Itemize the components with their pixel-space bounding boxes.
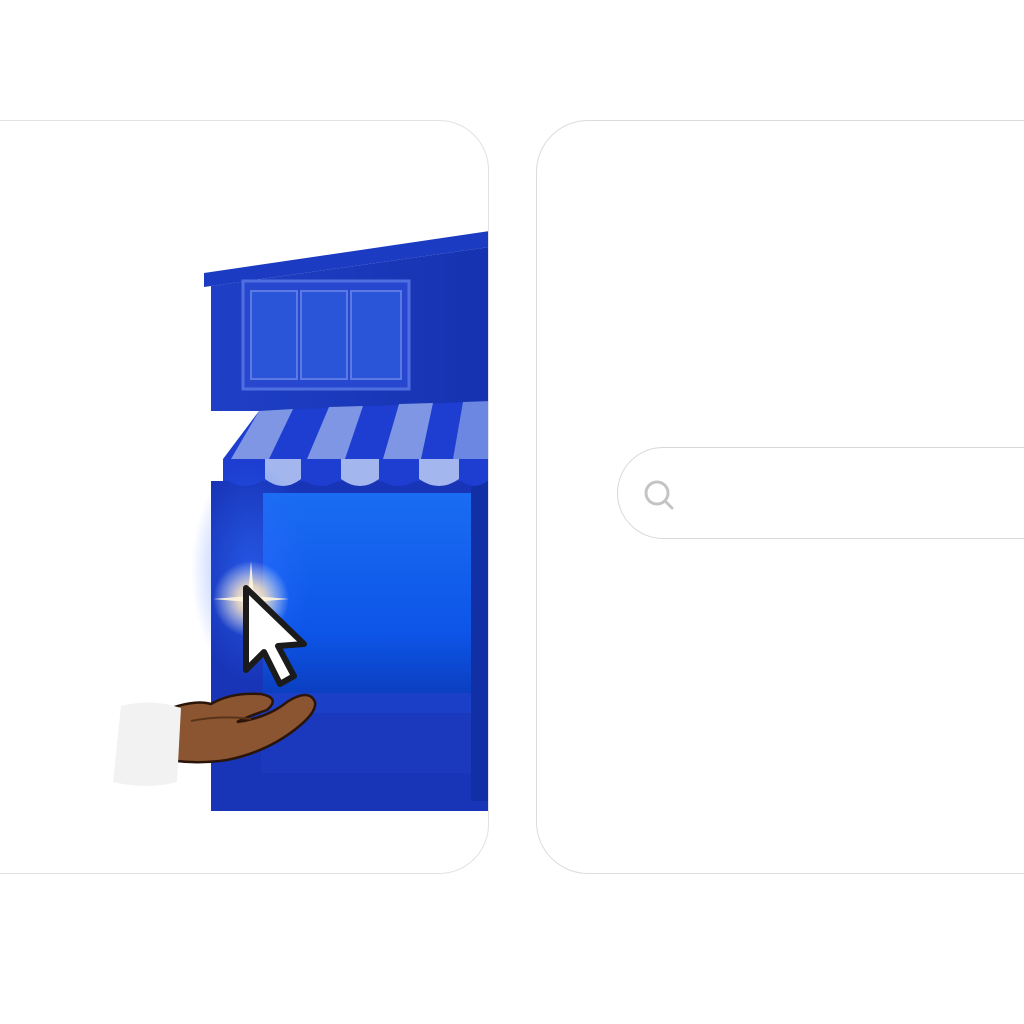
storefront-illustration — [1, 231, 488, 873]
search-icon — [644, 480, 674, 510]
search-bar[interactable] — [617, 447, 1024, 539]
cursor-arrow-icon — [243, 585, 307, 687]
search-input[interactable] — [688, 468, 1024, 522]
storefront-card[interactable] — [0, 120, 489, 874]
search-card — [536, 120, 1024, 874]
open-hand-icon — [113, 692, 317, 786]
